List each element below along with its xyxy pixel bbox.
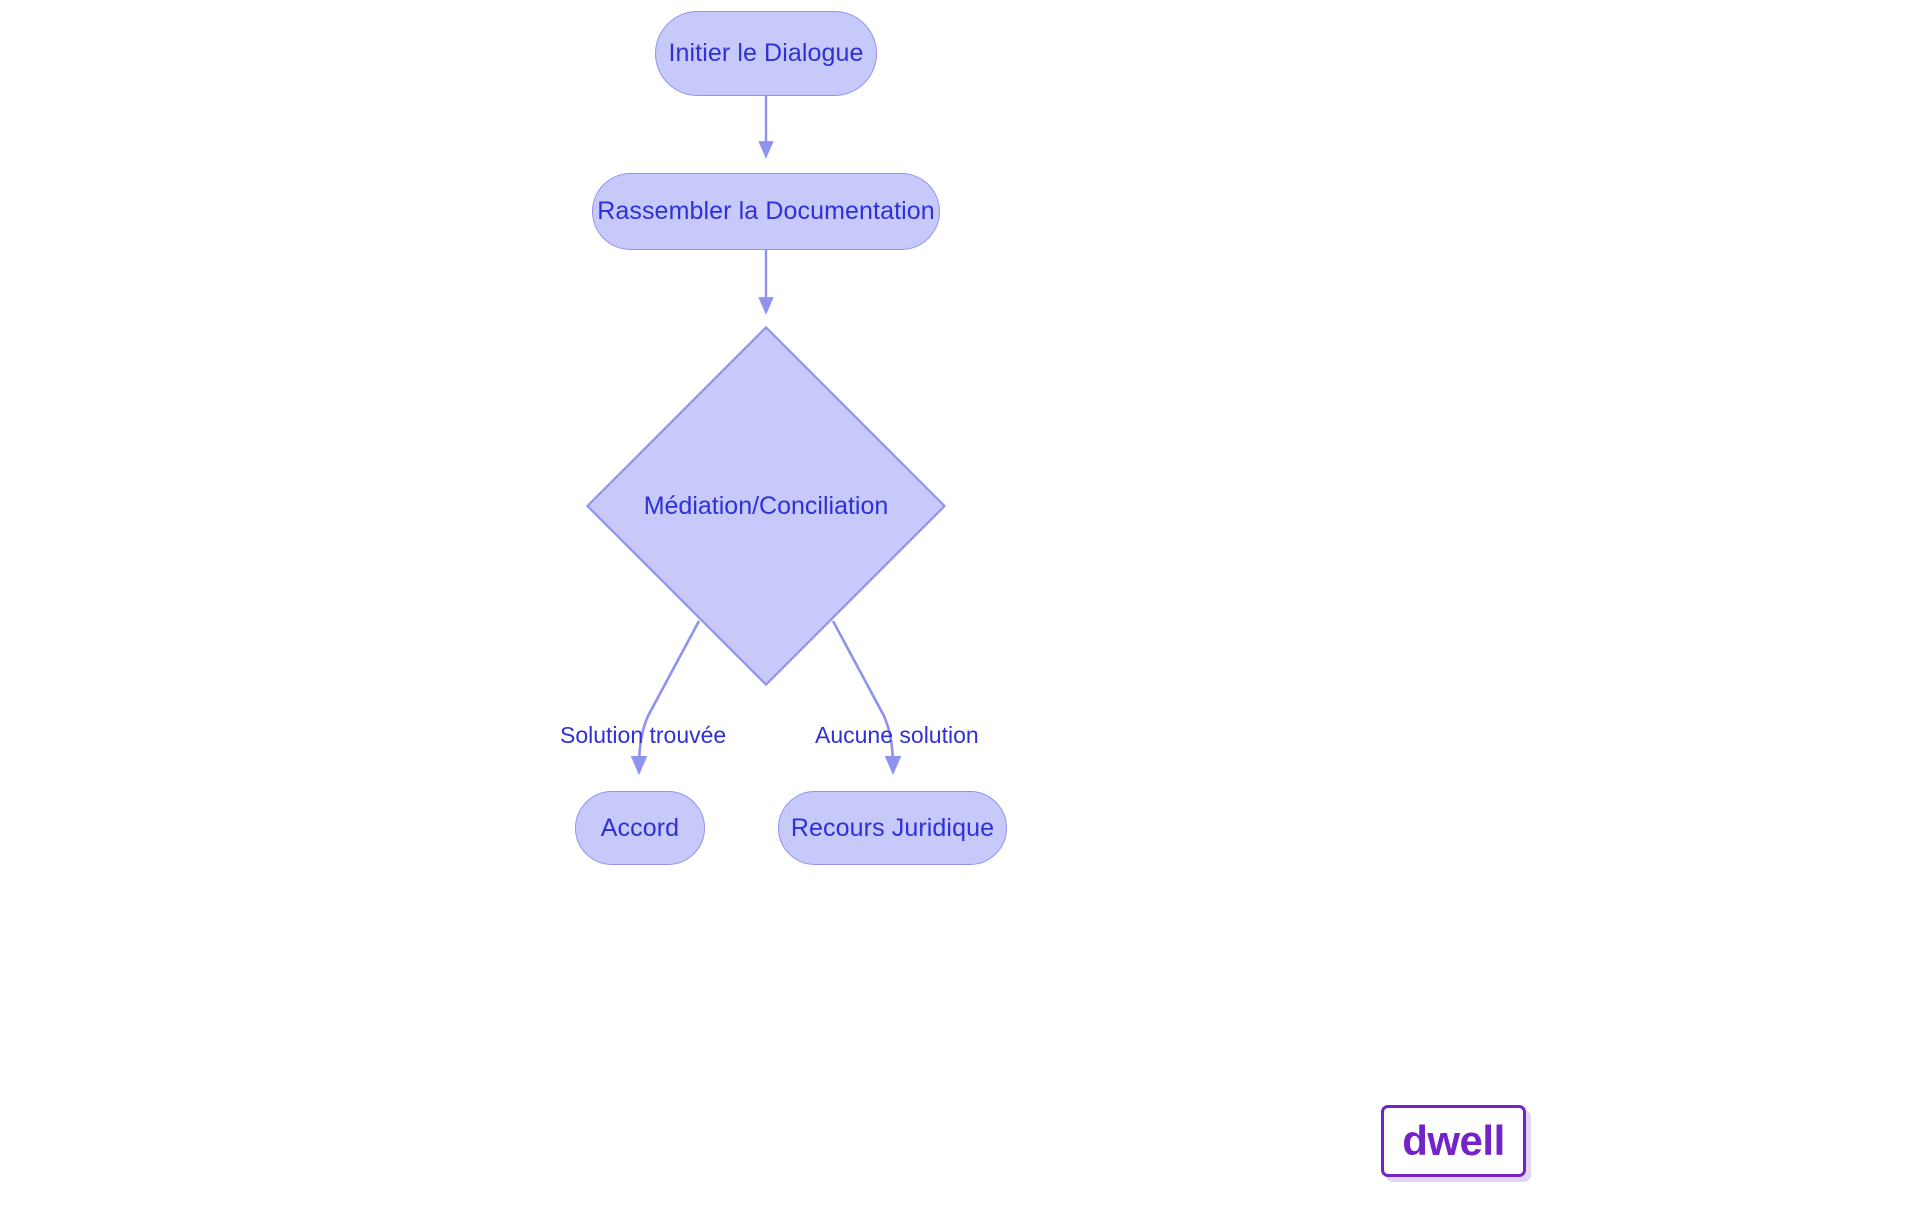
node-label: Médiation/Conciliation bbox=[643, 491, 889, 520]
diamond-shape-icon bbox=[586, 326, 946, 686]
node-rassembler-la-documentation[interactable]: Rassembler la Documentation bbox=[592, 173, 940, 250]
brand-logo-text: dwell bbox=[1402, 1117, 1505, 1164]
node-label: Initier le Dialogue bbox=[668, 39, 864, 67]
edge-label-aucune-solution: Aucune solution bbox=[815, 722, 979, 748]
node-label: Rassembler la Documentation bbox=[597, 197, 935, 225]
node-initier-le-dialogue[interactable]: Initier le Dialogue bbox=[655, 11, 877, 96]
edge-label-solution-trouvee: Solution trouvée bbox=[560, 722, 727, 748]
brand-logo[interactable]: dwell bbox=[1381, 1105, 1526, 1177]
node-mediation-conciliation[interactable]: Médiation/Conciliation bbox=[586, 326, 946, 686]
node-recours-juridique[interactable]: Recours Juridique bbox=[778, 791, 1007, 865]
node-label: Accord bbox=[600, 813, 680, 842]
node-label: Recours Juridique bbox=[790, 813, 995, 842]
node-accord[interactable]: Accord bbox=[575, 791, 705, 865]
